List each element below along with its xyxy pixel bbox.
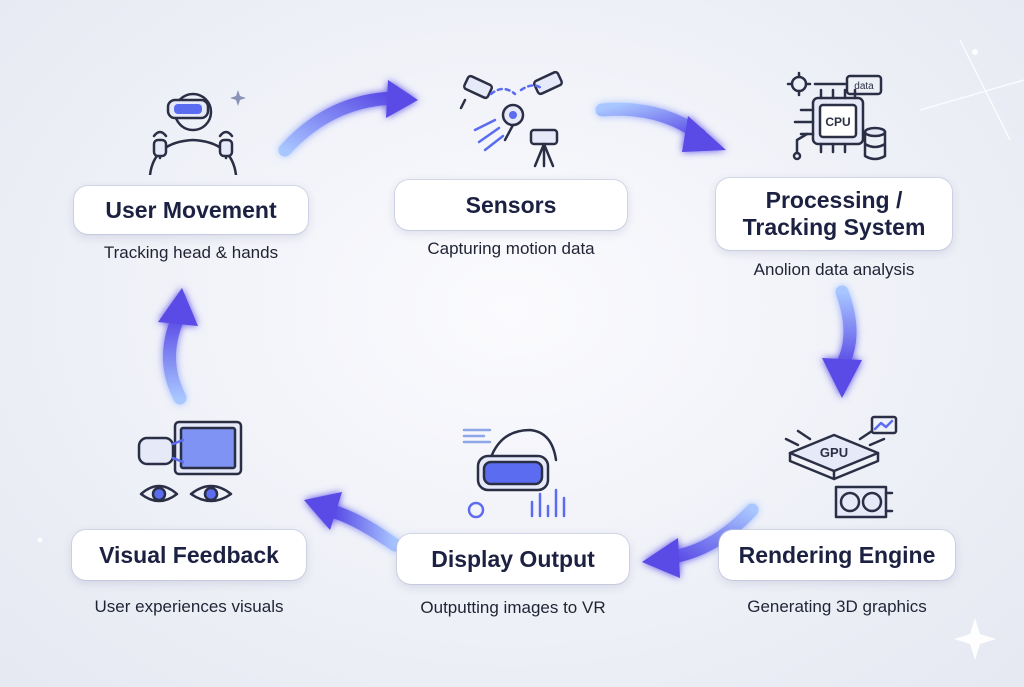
arrow-feedback-to-user xyxy=(158,288,198,405)
node-subtitle-sensors: Capturing motion data xyxy=(427,239,595,258)
arrow-user-to-sensors xyxy=(278,80,418,157)
node-title: Rendering Engine xyxy=(738,541,936,568)
node-feedback: Visual Feedback xyxy=(72,530,306,580)
data-label: data xyxy=(854,81,874,92)
node-processing: Processing / Tracking System xyxy=(716,178,952,250)
node-title: Visual Feedback xyxy=(99,541,279,568)
eyes-display-icon xyxy=(137,420,243,503)
node-subtitle-feedback: User experiences visuals xyxy=(94,597,284,616)
node-title: User Movement xyxy=(105,196,277,223)
node-title: Display Output xyxy=(431,545,595,572)
gpu-icon: GPU xyxy=(784,415,898,519)
node-title: Processing / Tracking System xyxy=(742,187,926,240)
arrow-display-to-feedback xyxy=(304,492,402,552)
vr-headset-icon xyxy=(462,428,566,519)
arrow-sensors-to-processing xyxy=(595,102,726,152)
cpu-icon: CPU data xyxy=(786,71,887,161)
sparkle-decorations xyxy=(37,49,996,660)
node-display: Display Output xyxy=(397,534,629,584)
sensor-cameras-icon xyxy=(459,70,564,168)
node-subtitle-user-movement: Tracking head & hands xyxy=(103,243,279,262)
vr-user-icon xyxy=(148,90,246,175)
arrow-processing-to-rendering xyxy=(822,285,862,398)
gpu-label: GPU xyxy=(820,445,848,460)
node-subtitle-rendering: Generating 3D graphics xyxy=(747,597,927,616)
node-sensors: Sensors xyxy=(395,180,627,230)
arrow-rendering-to-display xyxy=(642,503,759,578)
node-user-movement: User Movement xyxy=(74,186,308,234)
node-subtitle-display: Outputting images to VR xyxy=(420,598,606,617)
node-title: Sensors xyxy=(465,191,557,218)
node-rendering: Rendering Engine xyxy=(719,530,955,580)
cpu-label: CPU xyxy=(825,115,850,129)
node-subtitle-processing: Anolion data analysis xyxy=(753,260,915,279)
